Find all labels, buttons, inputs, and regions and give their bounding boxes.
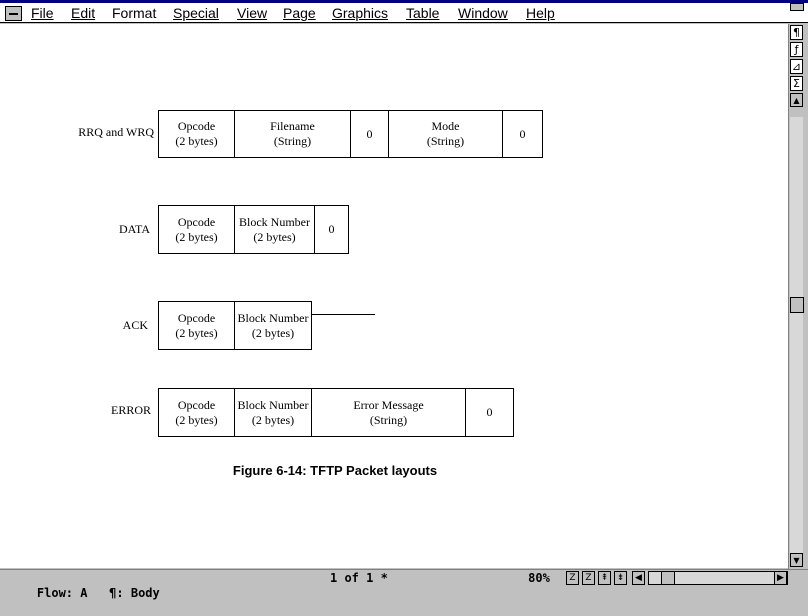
system-menu-button[interactable] — [5, 6, 22, 21]
connector-line — [311, 314, 375, 315]
field-name: Opcode — [177, 214, 216, 229]
field-name: Error Message — [353, 397, 424, 412]
scroll-left-button[interactable]: ◀ — [632, 571, 645, 585]
menu-file[interactable]: File — [31, 5, 54, 21]
field-filename: Filename (String) — [235, 110, 351, 158]
field-name: 0 — [486, 405, 493, 419]
packet-label-ack: ACK — [122, 318, 148, 332]
field-size: (String) — [273, 134, 312, 148]
menu-page[interactable]: Page — [283, 5, 316, 21]
field-name: Filename — [270, 119, 315, 133]
vertical-scroll-track[interactable] — [790, 117, 803, 555]
field-opcode: Opcode (2 bytes) — [158, 388, 235, 437]
function-icon[interactable]: ƒ — [790, 42, 803, 57]
field-name: Block Number — [239, 214, 310, 229]
page-up-icon[interactable]: ⇞ — [598, 571, 611, 585]
field-name: Block Number — [237, 397, 309, 412]
field-zero: 0 — [315, 205, 349, 254]
zoom-in-icon[interactable]: Z — [582, 571, 595, 585]
field-opcode: Opcode (2 bytes) — [158, 205, 235, 254]
field-zero: 0 — [466, 388, 514, 437]
menu-graphics-label: Graphics — [332, 5, 389, 21]
packet-label-data: DATA — [118, 222, 150, 236]
angle-icon[interactable]: ⊿ — [790, 59, 803, 74]
title-bar — [0, 0, 808, 3]
field-size: (2 bytes) — [251, 412, 295, 427]
packet-label-error: ERROR — [110, 403, 151, 417]
document-page[interactable]: RRQ and WRQ Opcode (2 bytes) Filename (S… — [0, 24, 788, 568]
menu-table[interactable]: Table — [406, 5, 439, 21]
menu-edit-label: Edit — [71, 5, 96, 21]
flow-text: Flow: A — [36, 586, 88, 600]
field-name: Opcode — [177, 119, 216, 133]
menu-format-label: Format — [112, 5, 157, 21]
menu-special-label: Special — [173, 5, 219, 21]
field-mode: Mode (String) — [389, 110, 503, 158]
field-size: (2 bytes) — [175, 412, 218, 427]
field-size: (String) — [369, 412, 408, 427]
status-bar: Flow: A ¶: Body 1 of 1 * 80% Z Z ⇞ ⇟ ◀ ▶ — [0, 569, 808, 600]
field-name: Opcode — [177, 397, 216, 412]
scroll-down-button[interactable]: ▼ — [790, 553, 803, 567]
field-name: 0 — [366, 126, 373, 141]
field-block-number: Block Number (2 bytes) — [235, 301, 312, 350]
field-size: (2 bytes) — [175, 325, 218, 340]
field-size: (2 bytes) — [175, 134, 218, 148]
scroll-right-button[interactable]: ▶ — [774, 571, 787, 585]
field-block-number: Block Number (2 bytes) — [235, 205, 315, 254]
vertical-scroll-thumb[interactable] — [790, 297, 804, 313]
horizontal-scroll-thumb[interactable] — [661, 571, 675, 585]
menu-view[interactable]: View — [237, 5, 267, 21]
field-name: Opcode — [177, 310, 216, 325]
menu-file-label: File — [31, 5, 54, 21]
field-size: (2 bytes) — [251, 325, 295, 340]
field-zero: 0 — [503, 110, 543, 158]
zoom-indicator[interactable]: 80% — [514, 571, 564, 587]
vertical-scrollbar[interactable]: ¶ ƒ ⊿ Σ ▲ ▼ — [788, 24, 804, 569]
menu-help-label: Help — [526, 5, 555, 21]
page-indicator: 1 of 1 * — [328, 571, 508, 587]
menu-help[interactable]: Help — [526, 5, 555, 21]
menu-table-label: Table — [406, 5, 440, 21]
field-block-number: Block Number (2 bytes) — [235, 388, 312, 437]
field-error-message: Error Message (String) — [312, 388, 466, 437]
page-down-icon[interactable]: ⇟ — [614, 571, 627, 585]
flow-status: Flow: A ¶: Body — [6, 571, 324, 600]
field-name: Mode — [431, 119, 460, 133]
figure-caption: Figure 6-14: TFTP Packet layouts — [232, 463, 438, 478]
menu-edit[interactable]: Edit — [71, 5, 95, 21]
paragraph-tag-text: ¶: Body — [109, 586, 160, 600]
pilcrow-icon[interactable]: ¶ — [790, 25, 803, 40]
packet-label-rrq-wrq: RRQ and WRQ — [78, 125, 154, 139]
field-opcode: Opcode (2 bytes) — [158, 110, 235, 158]
menu-page-label: Page — [283, 5, 316, 21]
field-name: 0 — [519, 126, 526, 141]
field-size: (2 bytes) — [175, 229, 218, 244]
status-gap — [87, 586, 109, 600]
menu-window-label: Window — [458, 5, 508, 21]
menu-window[interactable]: Window — [458, 5, 508, 21]
menu-special[interactable]: Special — [173, 5, 219, 21]
field-name: 0 — [328, 222, 335, 236]
field-zero: 0 — [351, 110, 389, 158]
sigma-icon[interactable]: Σ — [790, 76, 803, 91]
menu-format[interactable]: Format — [112, 5, 156, 21]
zoom-z-button[interactable]: Z — [566, 571, 579, 585]
menu-graphics[interactable]: Graphics — [332, 5, 388, 21]
menu-bar: File Edit Format Special View Page Graph… — [0, 3, 808, 23]
field-size: (2 bytes) — [253, 229, 296, 244]
menu-view-label: View — [237, 5, 268, 21]
field-name: Block Number — [237, 310, 309, 325]
scroll-up-button[interactable]: ▲ — [790, 93, 803, 107]
field-size: (String) — [426, 134, 465, 148]
field-opcode: Opcode (2 bytes) — [158, 301, 235, 350]
horizontal-scrollbar[interactable] — [648, 571, 788, 585]
window-restore-button[interactable] — [790, 3, 804, 11]
